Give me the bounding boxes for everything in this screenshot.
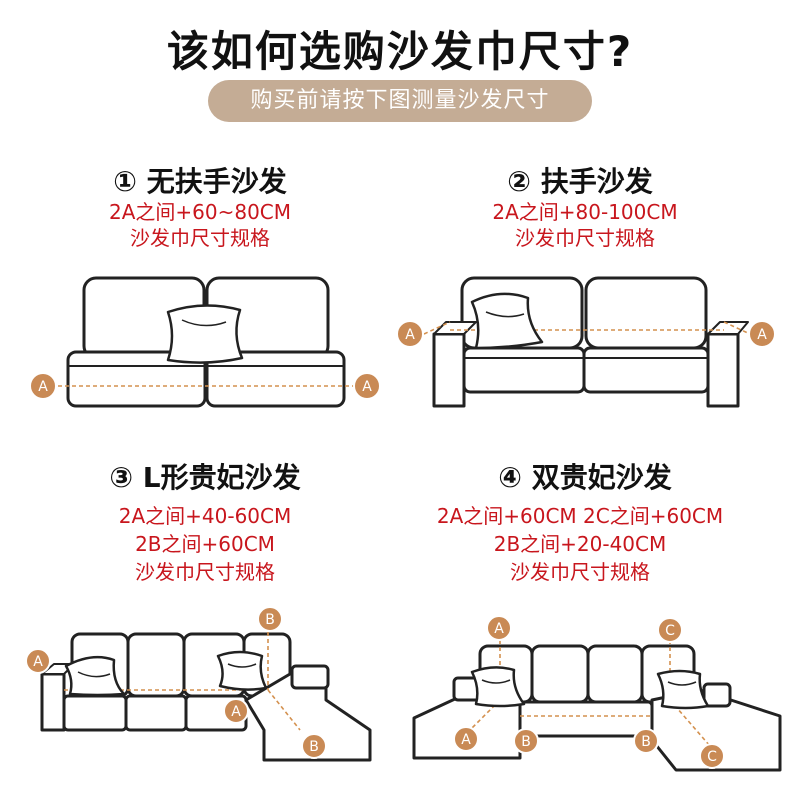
svg-text:A: A (461, 732, 471, 748)
section-2-spec-1: 2A之间+80-100CM (492, 200, 678, 224)
marker-b-icon: B (633, 728, 659, 754)
marker-b-icon: B (257, 606, 283, 632)
marker-b-icon: B (513, 728, 539, 754)
pillow-icon (166, 304, 244, 364)
section-3-title: ③ L形贵妃沙发 (109, 461, 301, 494)
pillow-icon (656, 669, 710, 710)
section-2-spec-2: 沙发巾尺寸规格 (515, 226, 655, 250)
svg-text:B: B (641, 734, 651, 750)
section-3-spec-3: 沙发巾尺寸规格 (135, 560, 275, 584)
svg-text:A: A (231, 704, 241, 720)
section-4-spec-3: 沙发巾尺寸规格 (510, 560, 650, 584)
marker-a-icon: A (396, 320, 424, 348)
svg-text:A: A (362, 379, 372, 395)
section-2-title: ② 扶手沙发 (507, 165, 653, 198)
marker-a-icon: A (453, 726, 479, 752)
section-3-spec-2: 2B之间+60CM (135, 532, 275, 556)
sofa-double-chaise (412, 640, 782, 772)
pillow-icon (470, 292, 544, 350)
pillow-icon (216, 650, 268, 691)
section-1-spec-1: 2A之间+60~80CM (108, 200, 292, 224)
svg-text:A: A (33, 654, 43, 670)
sofa-l-shaped (40, 632, 372, 762)
marker-a-icon: A (25, 648, 51, 674)
svg-text:C: C (707, 749, 717, 765)
section-1-title: ① 无扶手沙发 (113, 165, 287, 198)
page-title: 该如何选购沙发巾尺寸? (166, 27, 634, 76)
section-1-spec-2: 沙发巾尺寸规格 (130, 226, 270, 250)
marker-a-icon: A (353, 372, 381, 400)
marker-a-icon: A (223, 698, 249, 724)
marker-c-icon: C (657, 617, 683, 643)
sofa-no-armrest (58, 276, 354, 408)
svg-text:B: B (521, 734, 531, 750)
marker-a-icon: A (486, 615, 512, 641)
section-4-spec-2: 2B之间+20-40CM (493, 532, 667, 556)
pillow-icon (64, 655, 126, 697)
svg-text:A: A (757, 327, 767, 343)
section-3-spec-1: 2A之间+40-60CM (118, 504, 292, 528)
svg-text:A: A (405, 327, 415, 343)
svg-text:A: A (38, 379, 48, 395)
svg-text:B: B (309, 739, 319, 755)
pillow-icon (470, 666, 526, 708)
marker-c-icon: C (699, 743, 725, 769)
svg-text:B: B (265, 612, 275, 628)
section-4-title: ④ 双贵妃沙发 (498, 461, 672, 494)
subtitle-pill: 购买前请按下图测量沙发尺寸 (208, 80, 592, 122)
marker-a-icon: A (748, 320, 776, 348)
svg-text:A: A (494, 621, 504, 637)
marker-b-icon: B (301, 733, 327, 759)
svg-text:C: C (665, 623, 675, 639)
section-4-spec-1: 2A之间+60CM 2C之间+60CM (436, 504, 724, 528)
sofa-with-armrests (423, 276, 751, 408)
marker-a-icon: A (29, 372, 57, 400)
